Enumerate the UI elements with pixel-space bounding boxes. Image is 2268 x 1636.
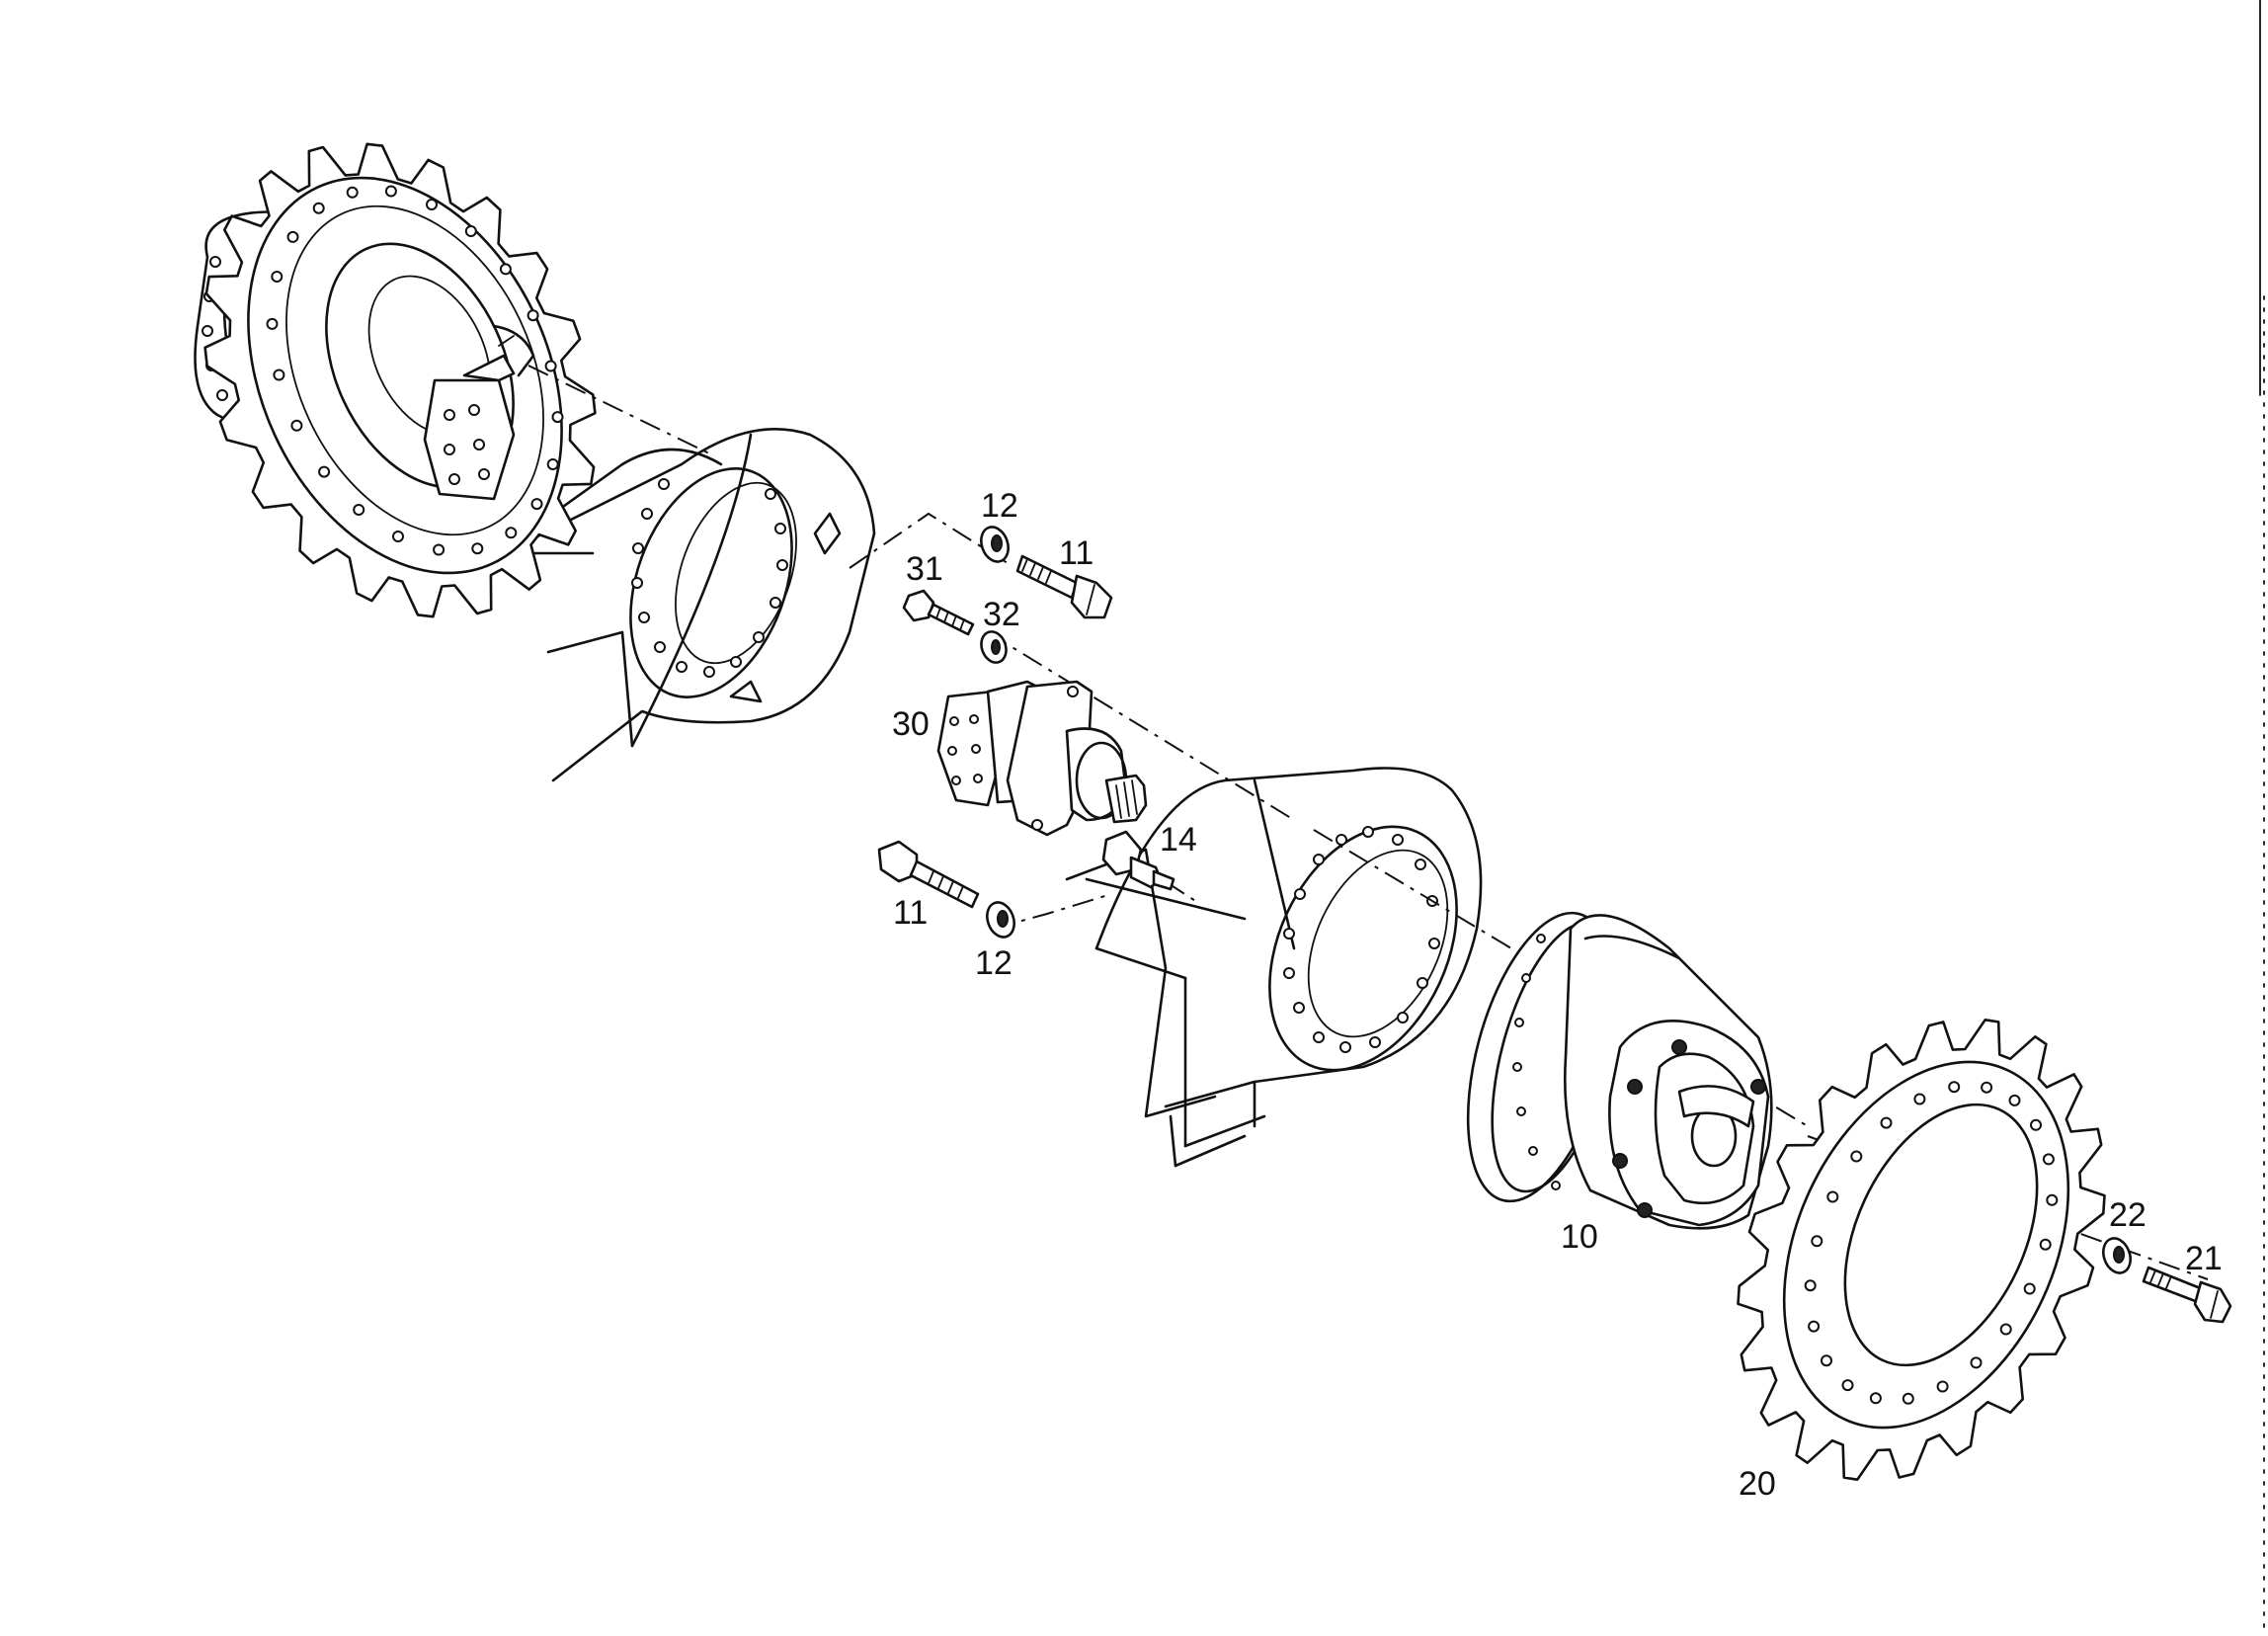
bolt-hole <box>1902 1392 1914 1405</box>
part-21-bolt <box>2142 1266 2232 1324</box>
bolt-hole <box>273 368 285 381</box>
left-motor-ports <box>444 404 490 485</box>
callout-14: 14 <box>1160 821 1197 859</box>
bolt-hole <box>464 225 477 237</box>
bolt-hole <box>1808 1320 1821 1333</box>
part-20-sprocket <box>1737 1019 2106 1481</box>
callout-12-upper: 12 <box>981 487 1018 525</box>
callouts: 12 11 31 32 30 14 11 12 10 22 21 20 <box>892 487 2223 1503</box>
bolt-hole <box>1869 1392 1882 1405</box>
bolt-hole <box>318 465 331 478</box>
part-12-washer-lower <box>986 901 1015 939</box>
axle-frame <box>433 428 1483 1168</box>
bolt-hole <box>1999 1323 2012 1336</box>
callout-11-upper: 11 <box>1059 534 1094 572</box>
bolt-hole <box>286 230 299 243</box>
bolt-hole <box>2023 1282 2036 1295</box>
bolt-hole <box>266 317 279 330</box>
bolt-hole <box>546 458 559 470</box>
callout-21: 21 <box>2185 1240 2223 1277</box>
callout-22: 22 <box>2109 1196 2146 1234</box>
part-12-washer-upper <box>980 526 1010 563</box>
bolt-hole <box>426 199 438 210</box>
part-30-hydraulic-motor <box>936 680 1148 837</box>
part-22-washer <box>2102 1237 2132 1274</box>
drive-flange-bolts <box>1512 934 1561 1190</box>
sprocket-bolt-holes <box>1804 1081 2059 1405</box>
bolt-hole <box>2046 1193 2059 1206</box>
callout-20: 20 <box>1739 1465 1776 1503</box>
drive-end-bolts <box>1612 1039 1766 1218</box>
bolt-hole <box>271 271 284 283</box>
callout-11-lower: 11 <box>893 894 928 932</box>
bolt-hole <box>1841 1379 1854 1392</box>
bolt-hole <box>551 411 564 424</box>
part-10-final-drive <box>1466 911 1773 1230</box>
bolt-hole <box>530 498 543 511</box>
callout-10: 10 <box>1561 1218 1598 1256</box>
bolt-hole <box>1913 1093 1926 1105</box>
part-11-bolt-upper <box>1015 554 1113 619</box>
part-32-washer <box>980 630 1008 664</box>
part-14-fitting <box>1101 830 1175 891</box>
left-sprocket-assembly <box>194 142 597 618</box>
bolt-hole <box>433 543 446 556</box>
bolt-hole <box>2030 1118 2042 1131</box>
part-31-bolt <box>902 589 975 636</box>
bolt-hole <box>1970 1356 1983 1369</box>
bolt-hole <box>505 527 518 539</box>
bolt-hole <box>1981 1081 1993 1094</box>
bolt-hole <box>290 419 303 432</box>
left-sprocket-bolt-holes <box>266 185 564 556</box>
bolt-hole <box>353 504 365 516</box>
callout-12-lower: 12 <box>975 944 1012 982</box>
bolt-hole <box>544 360 557 372</box>
bolt-hole <box>392 531 404 542</box>
bolt-hole <box>526 309 539 322</box>
bolt-hole <box>384 185 397 198</box>
bolt-hole <box>1850 1150 1863 1163</box>
motor-ports <box>947 714 983 785</box>
callout-30: 30 <box>892 705 930 743</box>
bolt-hole <box>471 542 484 555</box>
bolt-hole <box>2008 1094 2021 1106</box>
bolt-hole <box>2039 1238 2052 1251</box>
bolt-hole <box>1826 1190 1839 1203</box>
scan-edge-marks <box>2259 0 2265 1636</box>
bolt-hole <box>346 186 359 199</box>
bolt-hole <box>1811 1235 1823 1248</box>
upper-boss-bolt-holes <box>631 478 788 678</box>
bolt-hole <box>1936 1380 1949 1393</box>
bolt-hole <box>499 263 512 276</box>
bolt-hole <box>2042 1153 2055 1166</box>
bolt-hole <box>1804 1279 1817 1292</box>
bolt-hole <box>312 202 325 214</box>
part-11-bolt-lower <box>877 840 980 909</box>
lower-boss-bolt-holes <box>1283 826 1440 1053</box>
bolt-hole <box>1821 1354 1832 1367</box>
callout-31: 31 <box>906 550 943 588</box>
bolt-hole <box>1880 1116 1893 1129</box>
callout-32: 32 <box>983 596 1020 633</box>
bolt-hole <box>1948 1081 1961 1094</box>
